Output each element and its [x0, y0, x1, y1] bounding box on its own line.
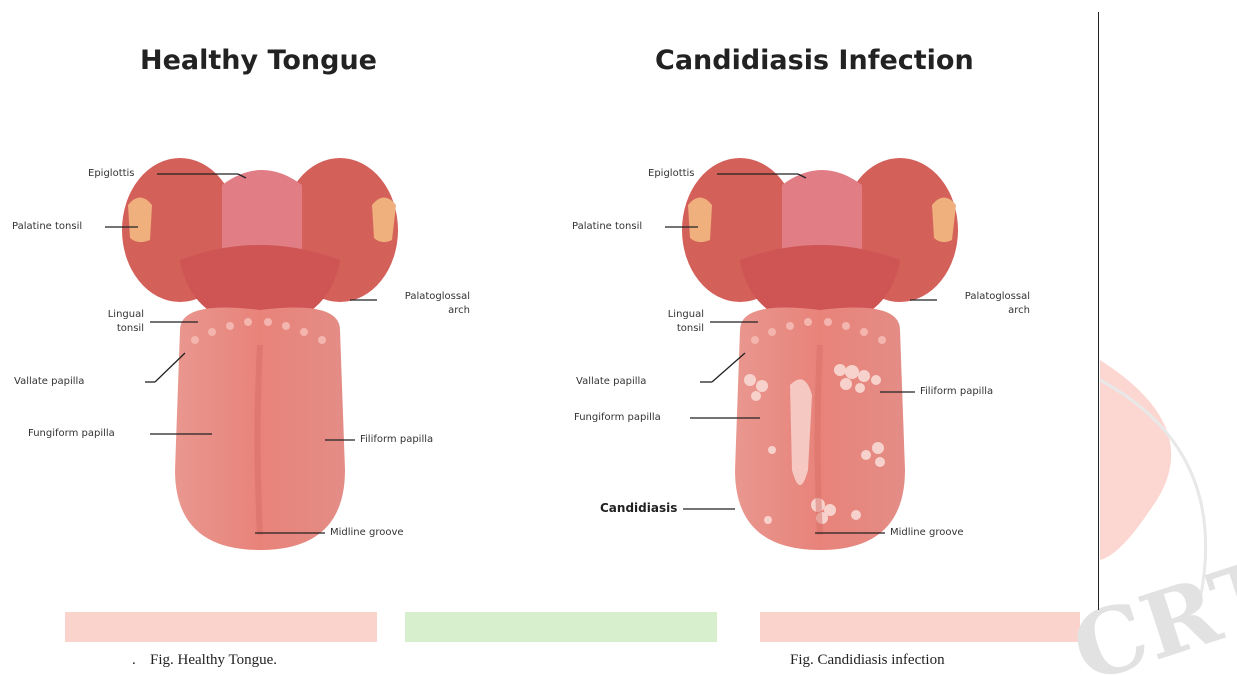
label-midline-groove: Midline groove — [330, 526, 404, 540]
label-palatoglossal-arch: Palatoglossal arch — [940, 290, 1030, 318]
candidiasis-infection-title: Candidiasis Infection — [655, 45, 974, 76]
label-fungiform-papilla: Fungiform papilla — [574, 411, 661, 425]
panel-divider — [1098, 12, 1099, 610]
label-vallate-papilla: Vallate papilla — [576, 375, 646, 389]
caption-candidiasis-infection: Fig. Candidiasis infection — [790, 652, 945, 669]
label-lingual-tonsil: Lingual tonsil — [626, 308, 704, 336]
label-filiform-papilla: Filiform papilla — [360, 433, 433, 447]
label-epiglottis: Epiglottis — [88, 167, 135, 181]
label-lingual-tonsil: Lingual tonsil — [66, 308, 144, 336]
label-candidiasis: Candidiasis — [600, 501, 677, 515]
label-filiform-papilla: Filiform papilla — [920, 385, 993, 399]
healthy-tongue-title: Healthy Tongue — [140, 45, 377, 76]
caption-marker: . — [132, 652, 136, 669]
label-midline-groove: Midline groove — [890, 526, 964, 540]
caption-healthy-tongue: Fig. Healthy Tongue. — [150, 652, 277, 669]
label-palatoglossal-arch: Palatoglossal arch — [380, 290, 470, 318]
label-palatine-tonsil: Palatine tonsil — [572, 220, 642, 234]
label-vallate-papilla: Vallate papilla — [14, 375, 84, 389]
label-fungiform-papilla: Fungiform papilla — [28, 427, 115, 441]
label-epiglottis: Epiglottis — [648, 167, 695, 181]
label-palatine-tonsil: Palatine tonsil — [12, 220, 82, 234]
